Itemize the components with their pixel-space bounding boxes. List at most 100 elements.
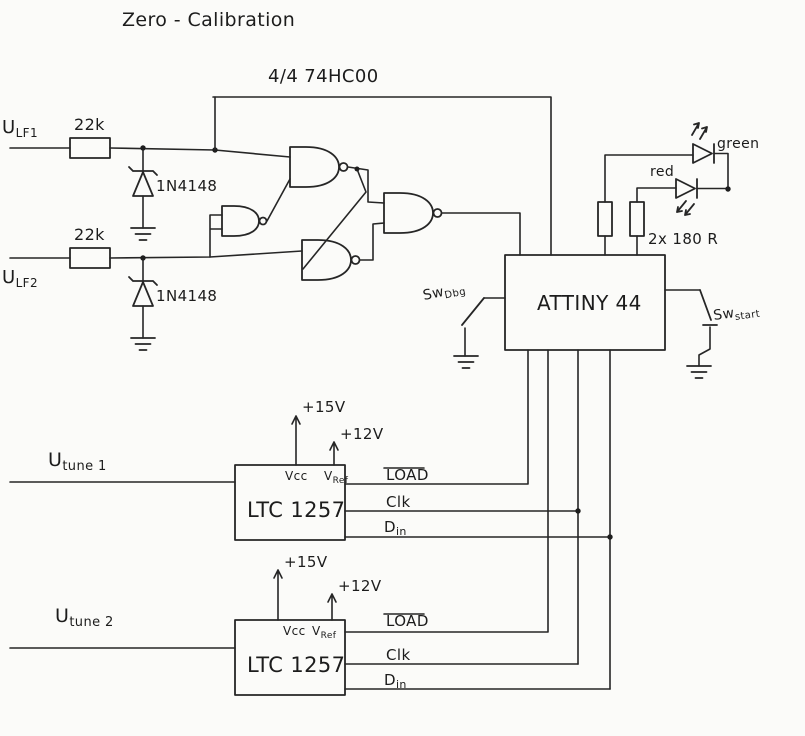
led-resistors-label: 2x 180 R bbox=[648, 230, 718, 248]
dac1-supply12-label: +12V bbox=[340, 425, 384, 443]
dac1-clk-pin-label: Clk bbox=[386, 493, 411, 511]
dac1-din-sub: in bbox=[396, 525, 407, 538]
page-title: Zero - Calibration bbox=[122, 9, 295, 31]
dac2-supply12-label: +12V bbox=[338, 577, 382, 595]
dac2-vcc-pin-label: Vcc bbox=[283, 624, 306, 638]
dac2-chip-label: LTC 1257 bbox=[247, 653, 345, 677]
input2-label: ULF2 bbox=[2, 267, 38, 290]
input1-label-base: U bbox=[2, 117, 16, 138]
dac2-din-pin-label: Din bbox=[384, 671, 407, 691]
input1-label-sub: LF1 bbox=[16, 126, 38, 140]
wire-dac1-load bbox=[344, 349, 529, 485]
nand-gate-3-body bbox=[383, 192, 434, 234]
dac2-load-pin-label: LOAD bbox=[386, 612, 429, 630]
diode1-label: 1N4148 bbox=[156, 177, 217, 195]
dac2-vref-supply-arrow bbox=[327, 593, 337, 621]
dac2-clk-pin-label: Clk bbox=[386, 646, 411, 664]
dac2-vref-pin-label: VRef bbox=[312, 624, 337, 641]
wire-gate3-to-mcu bbox=[441, 212, 521, 256]
utune2-label: Utune 2 bbox=[55, 605, 114, 630]
red-led-emission-arrows-icon bbox=[676, 200, 695, 216]
junction-dot bbox=[354, 166, 360, 172]
diode2-label: 1N4148 bbox=[156, 287, 217, 305]
led-resistor-1 bbox=[597, 201, 613, 237]
diode2-cathode-bar bbox=[128, 276, 158, 286]
resistor-22k-1-label: 22k bbox=[74, 115, 105, 134]
dac1-vcc-pin-label: Vcc bbox=[285, 469, 308, 483]
mcu-label: ATTINY 44 bbox=[537, 291, 642, 315]
diode1-triangle bbox=[132, 171, 154, 197]
dac1-chip-label: LTC 1257 bbox=[247, 498, 345, 522]
nand-gate-1-body bbox=[289, 146, 340, 188]
dac1-supply15-label: +15V bbox=[302, 398, 346, 416]
junction-dot bbox=[140, 255, 146, 261]
ground-symbol-4 bbox=[686, 365, 712, 379]
diode2-triangle bbox=[132, 281, 154, 307]
utune1-label-base: U bbox=[48, 449, 62, 471]
junction-dot bbox=[140, 145, 146, 151]
utune2-label-sub: tune 2 bbox=[69, 615, 113, 630]
green-led-label: green bbox=[717, 136, 759, 152]
red-led-label: red bbox=[650, 164, 674, 180]
nand-gate-3-bubble bbox=[432, 208, 443, 218]
wire-gate4-out bbox=[266, 178, 291, 222]
input2-label-base: U bbox=[2, 267, 16, 288]
sw-dbg-lever bbox=[461, 297, 485, 326]
dac2-vref-sub: Ref bbox=[321, 631, 337, 641]
wire-r-to-red bbox=[636, 187, 677, 203]
input2-label-sub: LF2 bbox=[16, 276, 38, 290]
wire-gate2-to-gate3 bbox=[359, 222, 385, 261]
junction-dot bbox=[607, 534, 613, 540]
sw-dbg-label-sub: Dbg bbox=[444, 286, 467, 301]
utune1-label-sub: tune 1 bbox=[62, 459, 106, 474]
dac1-din-pin-label: Din bbox=[384, 518, 407, 538]
sw-start-pole bbox=[698, 326, 711, 367]
dac2-vref-base: V bbox=[312, 624, 321, 638]
dac1-vref-sub: Ref bbox=[333, 476, 349, 486]
diode1-cathode-bar bbox=[128, 166, 158, 176]
wire-gate1-to-gate3 bbox=[347, 166, 385, 204]
wire-led-common bbox=[696, 152, 729, 190]
nand-gate-4-bubble bbox=[258, 216, 268, 226]
sw-dbg-label: SwDbg bbox=[422, 279, 468, 305]
dac1-load-pin-label: LOAD bbox=[386, 466, 429, 484]
dac1-ltc1257-box bbox=[234, 464, 346, 541]
dac2-din-base: D bbox=[384, 671, 396, 689]
wire-gate4-inputs bbox=[209, 214, 223, 258]
nand-gate-1-bubble bbox=[338, 162, 349, 172]
dac1-vref-pin-label: VRef bbox=[324, 469, 349, 486]
sw-start-label-sub: start bbox=[734, 309, 761, 323]
utune2-label-base: U bbox=[55, 605, 69, 627]
junction-dot bbox=[725, 186, 731, 192]
sw-start-label: Swstart bbox=[712, 302, 760, 326]
utune1-label: Utune 1 bbox=[48, 449, 107, 474]
wire-ulf1-to-gate bbox=[109, 147, 291, 158]
green-led-triangle bbox=[692, 143, 713, 164]
wire-r-to-green bbox=[604, 154, 694, 203]
wire-dac2-load bbox=[344, 349, 549, 633]
logic-ic-label: 4/4 74HC00 bbox=[268, 66, 379, 87]
dac2-din-sub: in bbox=[396, 678, 407, 691]
sw-dbg-label-base: Sw bbox=[422, 284, 446, 304]
dac1-din-base: D bbox=[384, 518, 396, 536]
wire-top-feedback bbox=[212, 96, 552, 256]
resistor-22k-2 bbox=[69, 247, 111, 269]
led-resistor-2 bbox=[629, 201, 645, 237]
wire-ulf2-to-gate bbox=[109, 250, 303, 259]
dac2-vcc-supply-arrow bbox=[273, 569, 283, 621]
red-led-triangle bbox=[675, 178, 696, 199]
nand-gate-2-bubble bbox=[350, 255, 361, 265]
dac2-supply15-label: +15V bbox=[284, 553, 328, 571]
ground-symbol-2 bbox=[130, 337, 156, 351]
dac2-ltc1257-box bbox=[234, 619, 346, 696]
ground-symbol-1 bbox=[130, 227, 156, 241]
nand-gate-4-body bbox=[221, 205, 260, 237]
mcu-attiny44-box bbox=[504, 254, 666, 351]
wire-gate1-feedback bbox=[302, 168, 367, 270]
resistor-22k-2-label: 22k bbox=[74, 225, 105, 244]
sw-start-lever bbox=[699, 289, 718, 326]
sw-start-label-base: Sw bbox=[712, 305, 735, 324]
dac1-vcc-supply-arrow bbox=[291, 415, 301, 466]
